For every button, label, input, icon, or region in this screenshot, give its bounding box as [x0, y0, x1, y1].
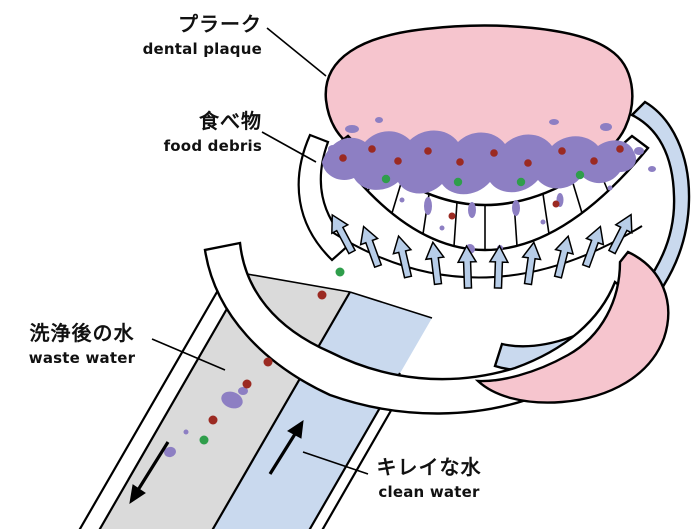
- water-jet-arrows: [331, 213, 633, 289]
- clean-water-label-ja: キレイな水: [376, 455, 482, 479]
- food-debris-label-en: food debris: [163, 137, 262, 155]
- food-debris-label-ja: 食べ物: [199, 109, 262, 133]
- teeth-band: [330, 134, 650, 252]
- clean-water-label-en: clean water: [378, 483, 480, 501]
- leader-line-food: [261, 131, 317, 163]
- leader-line-waste: [151, 338, 226, 371]
- plaque: [322, 117, 656, 254]
- waste-water-label-en: waste water: [28, 349, 136, 367]
- lower-lip: [474, 250, 670, 404]
- plaque-label-ja: プラーク: [178, 12, 262, 36]
- handle-top-edges: [246, 273, 433, 319]
- waste-debris-red: [208, 290, 327, 425]
- waste-debris-green: [199, 267, 345, 445]
- plaque-debris-red: [339, 145, 624, 220]
- leader-line-clean: [302, 451, 369, 475]
- clean-flow-arrow: [268, 419, 304, 475]
- plaque-label-en: dental plaque: [142, 40, 262, 58]
- leader-line-plaque: [266, 27, 327, 77]
- waste-water-label-ja: 洗浄後の水: [29, 321, 135, 345]
- leader-lines: [151, 27, 369, 475]
- mouthpiece-left-arm: [297, 133, 352, 262]
- waste-debris-purple: [164, 387, 248, 458]
- clean-channel: [212, 292, 432, 529]
- waste-flow-arrow: [129, 441, 170, 505]
- plaque-band: [322, 130, 637, 195]
- plaque-debris-green: [381, 170, 585, 187]
